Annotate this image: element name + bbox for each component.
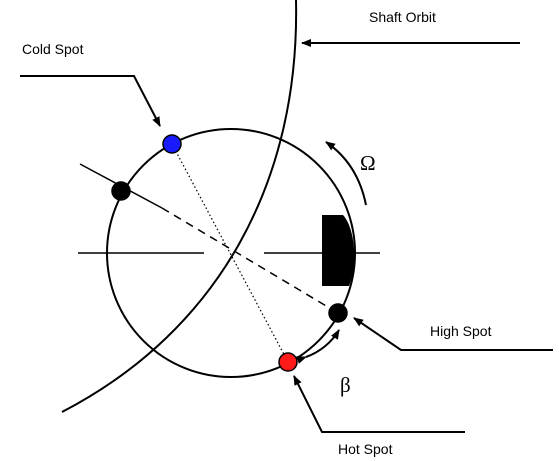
cold-spot-dot <box>162 134 182 154</box>
shaft-orbit-label: Shaft Orbit <box>369 9 436 25</box>
omega-symbol: Ω <box>360 151 376 175</box>
extra-black-spot <box>111 181 131 201</box>
high-spot-label: High Spot <box>430 323 492 339</box>
hot-cold-dotted-line <box>171 143 289 363</box>
high-spot-dot <box>328 303 348 323</box>
bearing-pad <box>322 215 355 286</box>
hot-spot-dot <box>278 352 298 372</box>
shaft-orbit-arc <box>61 0 298 413</box>
beta-symbol: β <box>340 373 351 397</box>
omega-rotation-arrow <box>325 141 367 206</box>
hot-spot-pointer <box>293 375 465 433</box>
beta-angle-arrow <box>296 329 340 364</box>
hot-spot-label: Hot Spot <box>338 441 393 457</box>
radial-dashed-line <box>161 207 339 314</box>
cold-spot-pointer <box>20 75 161 127</box>
cold-spot-label: Cold Spot <box>22 41 84 57</box>
high-spot-pointer <box>353 317 553 351</box>
